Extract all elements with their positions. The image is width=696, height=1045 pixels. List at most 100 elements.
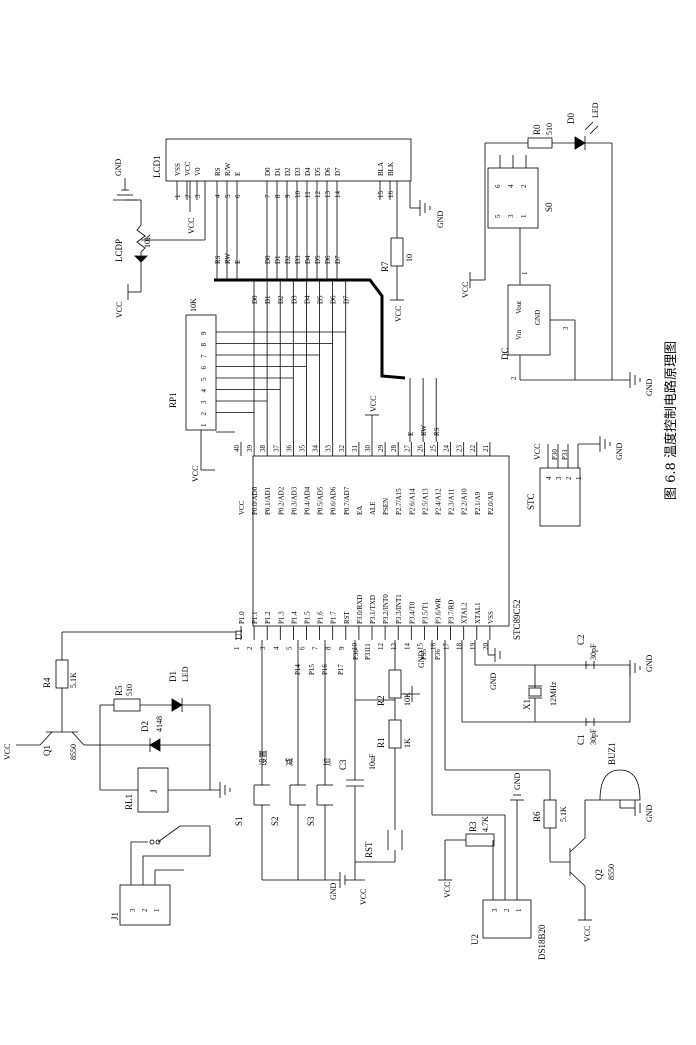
stc-p30: P30 — [551, 449, 559, 460]
lcd-pin-name: D2 — [284, 167, 292, 176]
bus-label: D4 — [304, 255, 312, 264]
bus-label: D2 — [284, 255, 292, 264]
lcd-ref: LCD1 — [152, 156, 162, 179]
r3-value: 4.7K — [481, 816, 490, 832]
mcu-right-pin-num: 31 — [351, 445, 359, 453]
rp1-ref: RP1 — [168, 392, 178, 408]
mcu-right-pin-num: 40 — [233, 445, 241, 453]
mcu-right-pin-name: P0.2/AD2 — [277, 486, 285, 515]
j1-pin-label: 2 — [141, 908, 149, 912]
mcu-right-pin-name: P2.1/A9 — [474, 491, 482, 515]
lcd-pin-num: 10 — [294, 191, 302, 199]
c2-value: 30pF — [589, 643, 598, 660]
lcd-pin-num: 1 — [174, 194, 182, 198]
buz1-ref: BUZ1 — [607, 743, 617, 766]
keys-gnd: GND — [329, 882, 338, 900]
mcu-left-pin-name: P1.5 — [304, 611, 312, 624]
c3-value: 10uF — [368, 753, 377, 770]
lcd-pin-num: 13 — [324, 191, 332, 199]
q2-ref: Q2 — [594, 869, 604, 880]
lcdp-ref: LCDP — [114, 239, 124, 262]
r6-ref: R6 — [532, 811, 542, 822]
buzzer-vcc: VCC — [583, 926, 592, 942]
lcd-pin-num: 12 — [314, 191, 322, 199]
mcu-right-pin-num: 21 — [482, 445, 490, 453]
u2-part: DS18B20 — [537, 924, 547, 960]
rst-label: RST — [364, 841, 374, 858]
mcu-left-pin-num: 9 — [338, 646, 346, 650]
mcu-right-pin-num: 35 — [299, 445, 307, 453]
reset-vcc: VCC — [359, 889, 368, 905]
mcu-right-pin-name: P0.7/AD7 — [343, 486, 351, 515]
mcu-part: STC89C52 — [512, 599, 522, 640]
lcd-pin-num: 7 — [264, 194, 272, 198]
mcu-right-pin-num: 30 — [364, 445, 372, 453]
d0-value: LED — [591, 102, 600, 118]
lcd-pin-name: D7 — [334, 167, 342, 176]
bus-label: RS — [214, 255, 222, 264]
lcd-pin-name: V0 — [194, 167, 202, 176]
s2-ref: S2 — [270, 816, 280, 826]
s0-pin-label: 1 — [520, 214, 528, 218]
p14-label: P14 — [294, 664, 302, 675]
reset-circuit: VCC C3 10uF R1 1K RST R2 10K GND P30 P31… — [338, 640, 442, 905]
stc-ref: STC — [526, 493, 536, 510]
mcu-left-pin-num: 15 — [416, 643, 424, 651]
mcu-left-pin-num: 6 — [299, 646, 307, 650]
mcu-left-pin-num: 19 — [469, 643, 477, 651]
mcu-left-pin-num: 7 — [312, 646, 320, 650]
mcu-left-pin-num: 2 — [246, 646, 254, 650]
lcd-gnd: GND — [436, 210, 445, 228]
q2-value: 8550 — [607, 864, 616, 880]
mcu-left-pin-name: RST — [343, 610, 351, 624]
lcd-pin-name: R/W — [224, 162, 232, 176]
r0-value: 510 — [545, 123, 554, 135]
ctrl-label: E — [407, 432, 415, 436]
sensor-gnd: GND — [513, 772, 522, 790]
bus-label: D7 — [334, 255, 342, 264]
stc-pin-label: 2 — [565, 476, 573, 480]
mcu-right-pin-num: 38 — [259, 445, 267, 453]
p15-label: P15 — [308, 664, 316, 675]
rp1-pin-num: 3 — [200, 400, 208, 404]
lcd-pin-num: 3 — [194, 194, 202, 198]
c3-ref: C3 — [338, 759, 348, 770]
bus-label: RW — [224, 253, 232, 264]
r5-value: 510 — [125, 684, 134, 696]
dc-ref: DC — [500, 347, 510, 360]
bus-label: D3 — [294, 255, 302, 264]
mcu-right-pin-name: P0.6/AD6 — [330, 486, 338, 515]
lcd-pin-name: D5 — [314, 167, 322, 176]
s1-label: 设置 — [258, 750, 268, 766]
bus-lower-label: D5 — [317, 295, 325, 304]
q1-vcc: VCC — [3, 744, 12, 760]
bus-label: D1 — [274, 255, 282, 264]
d2-ref: D2 — [140, 721, 150, 732]
mcu-left-pin-num: 5 — [285, 646, 293, 650]
mcu-left-pin-name: P3.1/TXD — [369, 595, 377, 624]
relay-coil: J — [149, 789, 159, 793]
bus-label: E — [234, 260, 242, 264]
bus-label: D5 — [314, 255, 322, 264]
mcu-right-pin-num: 32 — [338, 445, 346, 453]
r2-ref: R2 — [376, 695, 386, 706]
mcu-right-pin-name: P0.5/AD5 — [317, 486, 325, 515]
mcu-left-pin-num: 3 — [259, 646, 267, 650]
contrast-pot: GND LCDP 10K VCC VCC — [113, 158, 206, 318]
dc-pin3: 3 — [562, 326, 570, 330]
lcd-pin-num: 11 — [304, 191, 312, 198]
mcu-left-pin-name: P1.0 — [238, 611, 246, 624]
d1-ref: D1 — [168, 671, 178, 682]
mcu-right-pin-name: P0.1/AD1 — [264, 486, 272, 515]
bus-lower-label: D6 — [330, 295, 338, 304]
mcu-right-pin-num: 24 — [443, 445, 451, 453]
mcu-left-pin-name: P1.1 — [251, 611, 259, 624]
d1-value: LED — [181, 666, 190, 682]
switch-s0: S0 6 4 2 5 3 1 R0 510 D0 LED VCC — [461, 102, 613, 380]
mcu-left-pin-name: P3.7/RD — [448, 600, 456, 624]
bus-lower-label: D4 — [303, 295, 311, 304]
dc-module: Vin Vout GND DC 2 1 3 GND — [500, 228, 654, 396]
relay-driver: R4 5.1K VCC Q1 8550 R5 510 D1 LED D2 414… — [3, 631, 237, 926]
